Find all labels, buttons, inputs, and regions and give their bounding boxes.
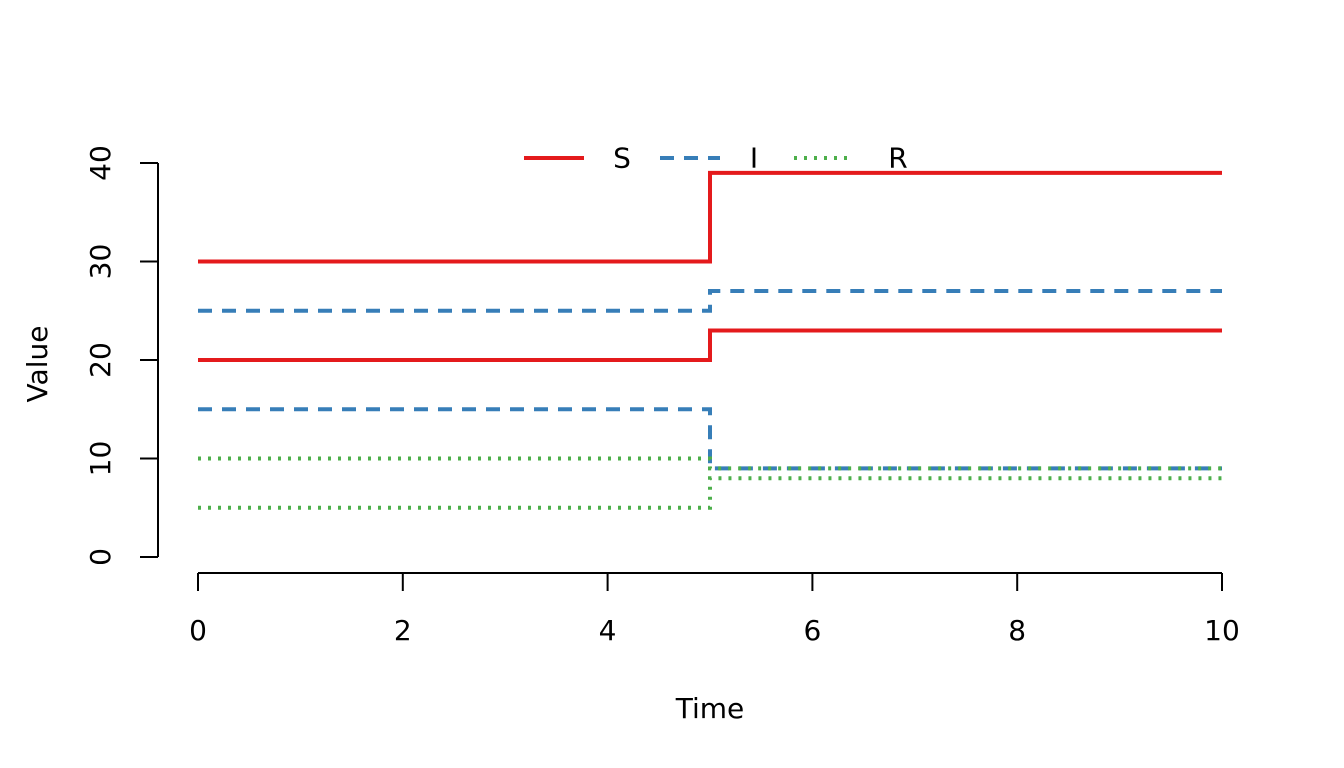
x-tick-label-8: 8: [1008, 614, 1026, 647]
y-tick-label-10: 10: [84, 441, 117, 477]
x-axis-title: Time: [675, 692, 745, 725]
series-r-line-4: [198, 456, 1222, 471]
y-axis: 0 10 20 30 40: [84, 145, 159, 566]
legend: S I R: [524, 142, 908, 175]
series-i-line-3: [198, 407, 1222, 471]
series-s-line-1: [198, 328, 1222, 362]
x-tick-label-10: 10: [1204, 614, 1240, 647]
x-tick-label-6: 6: [803, 614, 821, 647]
y-axis-title: Value: [21, 326, 54, 403]
x-tick-label-2: 2: [394, 614, 412, 647]
y-tick-label-30: 30: [84, 244, 117, 280]
y-tick-label-20: 20: [84, 342, 117, 378]
x-tick-label-4: 4: [599, 614, 617, 647]
y-tick-label-40: 40: [84, 145, 117, 181]
y-tick-label-0: 0: [84, 548, 117, 566]
legend-label-i: I: [750, 142, 758, 175]
x-axis: 0 2 4 6 8 10: [189, 572, 1240, 647]
legend-label-s: S: [613, 142, 631, 175]
x-tick-label-0: 0: [189, 614, 207, 647]
series-i-line-2: [198, 289, 1222, 313]
series-s-line-0: [198, 170, 1222, 264]
legend-label-r: R: [888, 142, 907, 175]
series-layer: [198, 170, 1222, 510]
series-r-line-5: [198, 476, 1222, 510]
